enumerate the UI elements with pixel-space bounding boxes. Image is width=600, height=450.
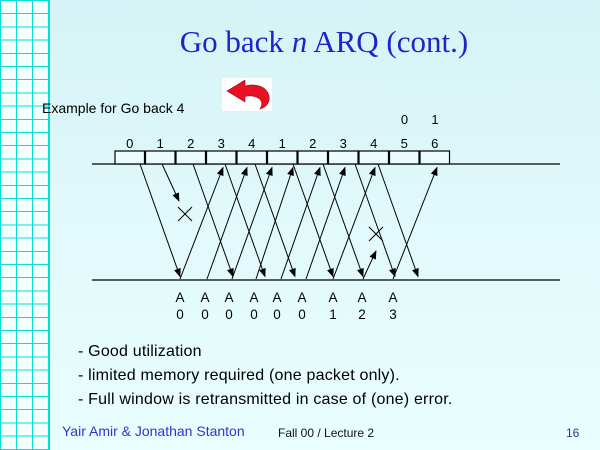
frame-arrow bbox=[354, 163, 396, 278]
ack-label-number: 0 bbox=[225, 307, 233, 322]
frame-box bbox=[114, 150, 146, 165]
frame-box bbox=[236, 150, 268, 165]
ack-arrow bbox=[179, 166, 224, 280]
frame-arrow bbox=[192, 163, 234, 278]
frame-number-label: 0 bbox=[126, 136, 133, 151]
ack-label-letter: A bbox=[388, 290, 397, 305]
ack-label-letter: A bbox=[224, 290, 233, 305]
frame-box bbox=[175, 150, 207, 165]
page-number: 16 bbox=[566, 426, 580, 440]
ack-arrow bbox=[231, 166, 273, 280]
frame-box bbox=[327, 150, 359, 165]
ack-label-number: 1 bbox=[329, 307, 337, 322]
frame-arrow bbox=[377, 163, 419, 278]
frame-number-label: 6 bbox=[431, 136, 438, 151]
page-title: Go back n ARQ (cont.) bbox=[48, 25, 600, 59]
ack-label-number: 0 bbox=[201, 307, 209, 322]
back-arrow-icon bbox=[226, 79, 270, 110]
frame-box bbox=[358, 150, 390, 165]
ack-label-number: 0 bbox=[176, 307, 184, 322]
frame-arrow bbox=[224, 163, 266, 278]
ack-label-letter: A bbox=[328, 290, 337, 305]
x-mark bbox=[368, 226, 384, 242]
footer-authors: Yair Amir & Jonathan Stanton bbox=[62, 423, 245, 439]
bullet-limited-memory: - limited memory required (one packet on… bbox=[78, 367, 400, 384]
frame-arrow bbox=[292, 163, 334, 278]
ack-label-number: 0 bbox=[250, 307, 258, 322]
frame-box bbox=[205, 150, 237, 165]
lost-frame-arrow bbox=[161, 163, 180, 202]
frame-arrow bbox=[322, 163, 364, 278]
ack-label-number: 0 bbox=[273, 307, 281, 322]
ack-label-letter: A bbox=[272, 290, 281, 305]
ack-label-number: 3 bbox=[389, 307, 397, 322]
frame-box bbox=[388, 150, 420, 165]
ack-label-letter: A bbox=[249, 290, 258, 305]
footer-course: Fall 00 / Lecture 2 bbox=[278, 426, 375, 440]
frame-box bbox=[266, 150, 298, 165]
title-italic-n: n bbox=[291, 24, 308, 59]
ack-arrow bbox=[332, 166, 376, 280]
frame-number-label: 3 bbox=[218, 136, 225, 151]
frame-number-label: 3 bbox=[340, 136, 347, 151]
lost-ack-arrow bbox=[362, 250, 377, 280]
ack-arrow bbox=[255, 166, 294, 280]
x-mark bbox=[177, 206, 193, 222]
ack-arrow bbox=[392, 166, 438, 280]
frame-number-label: 1 bbox=[157, 136, 164, 151]
ack-label-letter: A bbox=[357, 290, 366, 305]
window-label: 0 bbox=[401, 112, 408, 127]
frame-number-label: 5 bbox=[401, 136, 408, 151]
back-button[interactable] bbox=[222, 78, 272, 111]
window-label: 1 bbox=[431, 112, 438, 127]
grid-pattern bbox=[0, 0, 50, 450]
ack-label-number: 2 bbox=[358, 307, 366, 322]
ack-arrow bbox=[280, 166, 321, 280]
ack-arrow bbox=[206, 166, 248, 280]
example-label: Example for Go back 4 bbox=[42, 100, 185, 116]
ack-arrow bbox=[305, 166, 346, 280]
frame-number-label: 1 bbox=[279, 136, 286, 151]
ack-label-number: 0 bbox=[298, 307, 306, 322]
bullet-full-window: - Full window is retransmitted in case o… bbox=[78, 391, 453, 408]
bullet-good-utilization: - Good utilization bbox=[78, 343, 202, 360]
frame-number-label: 4 bbox=[370, 136, 377, 151]
frame-box bbox=[419, 150, 451, 165]
frame-box bbox=[297, 150, 329, 165]
frame-box bbox=[144, 150, 176, 165]
title-suffix: ARQ (cont.) bbox=[307, 24, 469, 59]
frame-number-label: 2 bbox=[309, 136, 316, 151]
frame-number-label: 2 bbox=[187, 136, 194, 151]
ack-label-letter: A bbox=[297, 290, 306, 305]
ack-label-letter: A bbox=[175, 290, 184, 305]
bullet-list: - Good utilization - limited memory requ… bbox=[78, 340, 453, 412]
frame-number-label: 4 bbox=[248, 136, 255, 151]
ack-label-letter: A bbox=[200, 290, 209, 305]
title-prefix: Go back bbox=[179, 24, 292, 59]
frame-arrow bbox=[139, 163, 181, 278]
